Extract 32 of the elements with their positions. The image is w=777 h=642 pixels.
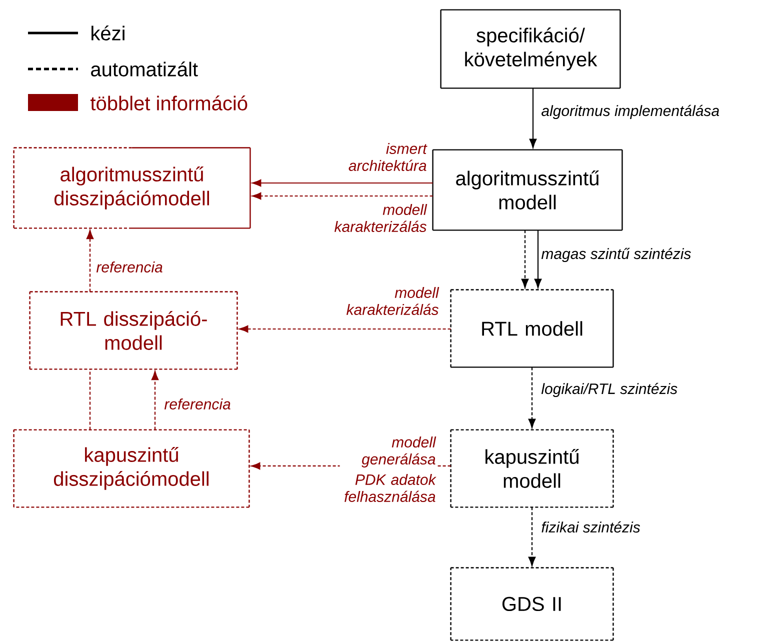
edge-label: referencia bbox=[164, 398, 230, 410]
edge-label: algoritmus implementálása bbox=[542, 104, 720, 120]
arrow bbox=[86, 230, 94, 292]
process-box: kapuszintű modell bbox=[450, 429, 614, 508]
edge-label: ismert architektúra bbox=[348, 142, 428, 171]
process-box: RTL disszipáció- modell bbox=[29, 291, 238, 370]
legend-label: automatizált bbox=[91, 62, 198, 76]
edge-label: logikai/RTL szintézis bbox=[541, 382, 678, 398]
edge-label: fizikai szintézis bbox=[542, 521, 640, 533]
process-box: RTL modell bbox=[450, 289, 614, 368]
arrow bbox=[252, 192, 433, 200]
process-box: kapuszintű disszipációmodell bbox=[13, 429, 250, 508]
annotation: PDK adatok felhasználása bbox=[344, 474, 436, 502]
legend-label: kézi bbox=[92, 26, 124, 40]
edge-label: modell karakterizálás bbox=[346, 286, 440, 315]
edge-label: modell generálása bbox=[362, 436, 436, 468]
process-box: GDS II bbox=[450, 567, 614, 641]
arrow bbox=[534, 230, 542, 288]
legend-label: többlet információ bbox=[90, 96, 248, 110]
arrow bbox=[151, 370, 159, 430]
arrow bbox=[521, 230, 529, 288]
process-box: algoritmusszintű disszipációmodell bbox=[13, 147, 251, 229]
process-box: algoritmusszintű modell bbox=[432, 149, 623, 231]
process-box: specifikáció/ követelmények bbox=[440, 9, 621, 89]
edge-label: magas szintű szintézis bbox=[541, 248, 691, 262]
arrow bbox=[238, 325, 451, 333]
arrow bbox=[528, 367, 536, 428]
arrow bbox=[252, 179, 433, 187]
edge-label: modell karakterizálás bbox=[334, 204, 428, 232]
arrow bbox=[528, 507, 536, 566]
edge-label: referencia bbox=[96, 261, 162, 272]
arrow bbox=[529, 88, 537, 148]
